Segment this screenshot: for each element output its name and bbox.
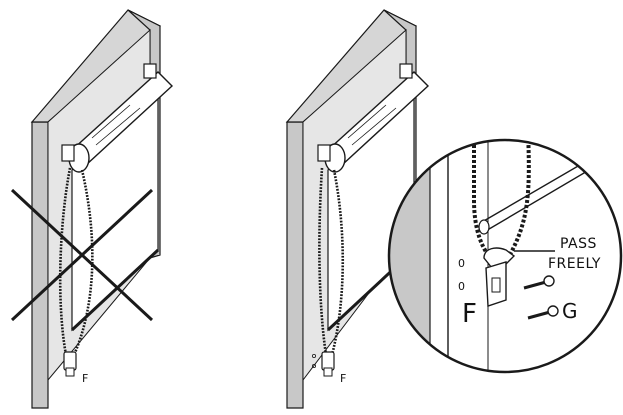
left-bracket-label: F [82, 372, 88, 385]
left-bead-chain [58, 167, 94, 356]
pass-freely-line2: FREELY [548, 256, 601, 272]
right-roller-tube [324, 71, 430, 173]
left-top-bracket-right [143, 63, 157, 79]
detail-bracket-label: F [462, 299, 477, 329]
magnifier-circle-icon: 0 0 PASS FREELY F G [387, 138, 623, 374]
right-top-bracket-right [399, 63, 413, 79]
right-window-assembly: F [285, 9, 430, 409]
detail-marker-top: 0 [458, 257, 465, 270]
right-wall-frame-front [286, 121, 304, 409]
left-chain-bracket-icon [63, 351, 77, 377]
left-wall-frame-front [31, 121, 49, 409]
magnifier-outline [387, 138, 623, 374]
right-bead-chain [318, 167, 345, 356]
detail-screw-label: G [562, 299, 578, 323]
bracket-icon [483, 247, 516, 307]
right-top-bracket-left [317, 144, 331, 162]
right-chain-bracket-icon [311, 351, 335, 377]
detail-bead-chain-right [506, 140, 531, 260]
screw-icon [523, 275, 559, 320]
right-bracket-label: F [340, 372, 346, 385]
pass-freely-line1: PASS [560, 236, 597, 252]
left-window-assembly: F [10, 9, 174, 409]
detail-marker-bottom: 0 [458, 280, 465, 293]
left-top-bracket-left [61, 144, 75, 162]
cross-mark-icon [10, 188, 154, 322]
